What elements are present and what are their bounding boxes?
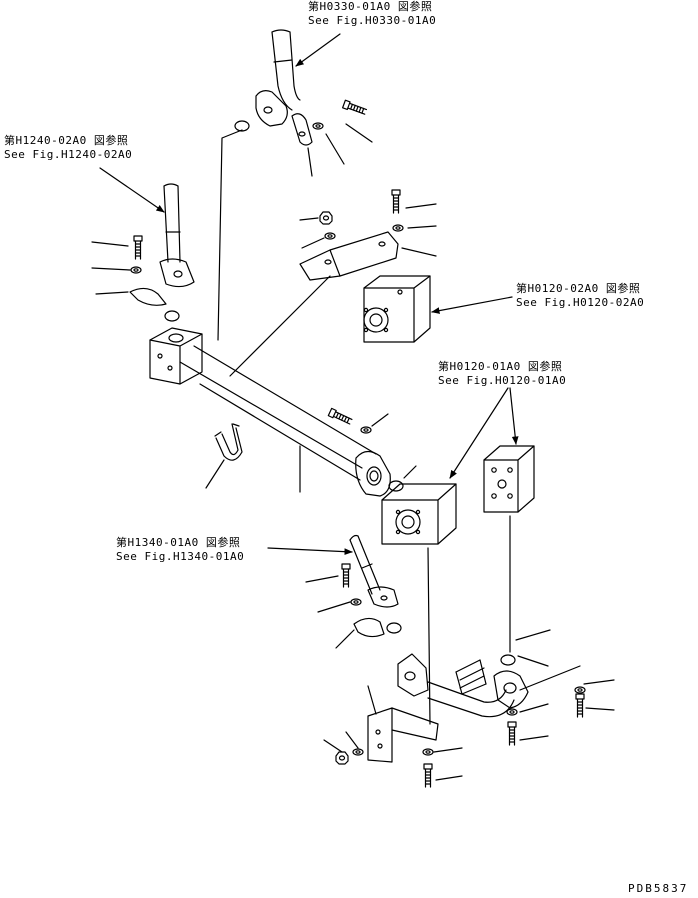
valve-block-lower-left — [382, 484, 456, 544]
valve-block-right — [484, 446, 534, 512]
u-bolt — [215, 424, 242, 460]
upper-hose — [272, 30, 300, 110]
top-split-flange — [256, 91, 312, 145]
ref-en-h1340: See Fig.H1340-01A0 — [116, 550, 245, 563]
top-callouts — [308, 124, 372, 176]
pipe-callouts — [300, 414, 416, 492]
ref-jp-h0120-01: 第H0120-01A0 図参照 — [438, 360, 563, 373]
ref-label-h1240: 第H1240-02A0 図参照 See Fig.H1240-02A0 — [4, 134, 132, 162]
ref-en-h0120-01: See Fig.H0120-01A0 — [438, 374, 567, 387]
leader-lower-left — [428, 548, 430, 724]
ref-label-h0120-02: 第H0120-02A0 図参照 See Fig.H0120-02A0 — [516, 282, 644, 310]
lower-hose-assembly — [350, 536, 398, 637]
main-pipe — [180, 346, 376, 480]
lower-bent-pipe — [398, 654, 528, 717]
drawing-code: PDB5837 — [628, 882, 689, 895]
u-bolt-callout — [206, 460, 224, 488]
pipe-end-flange — [356, 451, 391, 496]
ref-en-h0330: See Fig.H0330-01A0 — [308, 14, 437, 27]
main-manifold-block — [150, 328, 202, 384]
ref-label-h1340: 第H1340-01A0 図参照 See Fig.H1340-01A0 — [116, 536, 244, 564]
ref-jp-h0330: 第H0330-01A0 図参照 — [308, 0, 433, 13]
leader-arrows — [100, 34, 519, 555]
lower-u-bolt — [456, 660, 486, 694]
left-callouts — [92, 242, 130, 294]
pipe-leader — [520, 666, 580, 690]
ref-label-h0120-01: 第H0120-01A0 図参照 See Fig.H0120-01A0 — [438, 360, 566, 388]
lower-bracket — [368, 708, 438, 762]
lower-hose-callouts — [306, 576, 354, 648]
valve-block-upper — [364, 276, 430, 342]
ref-en-h1240: See Fig.H1240-02A0 — [4, 148, 133, 161]
left-hose-assembly — [130, 184, 194, 305]
bracket-callouts — [230, 204, 436, 376]
ref-en-h0120-02: See Fig.H0120-02A0 — [516, 296, 645, 309]
ref-jp-h1340: 第H1340-01A0 図参照 — [116, 536, 241, 549]
upper-bracket — [300, 232, 398, 280]
ref-jp-h0120-02: 第H0120-02A0 図参照 — [516, 282, 641, 295]
ref-jp-h1240: 第H1240-02A0 図参照 — [4, 134, 129, 147]
return-line — [218, 130, 242, 340]
lower-callouts — [324, 630, 614, 780]
ref-label-h0330: 第H0330-01A0 図参照 See Fig.H0330-01A0 — [308, 0, 436, 28]
